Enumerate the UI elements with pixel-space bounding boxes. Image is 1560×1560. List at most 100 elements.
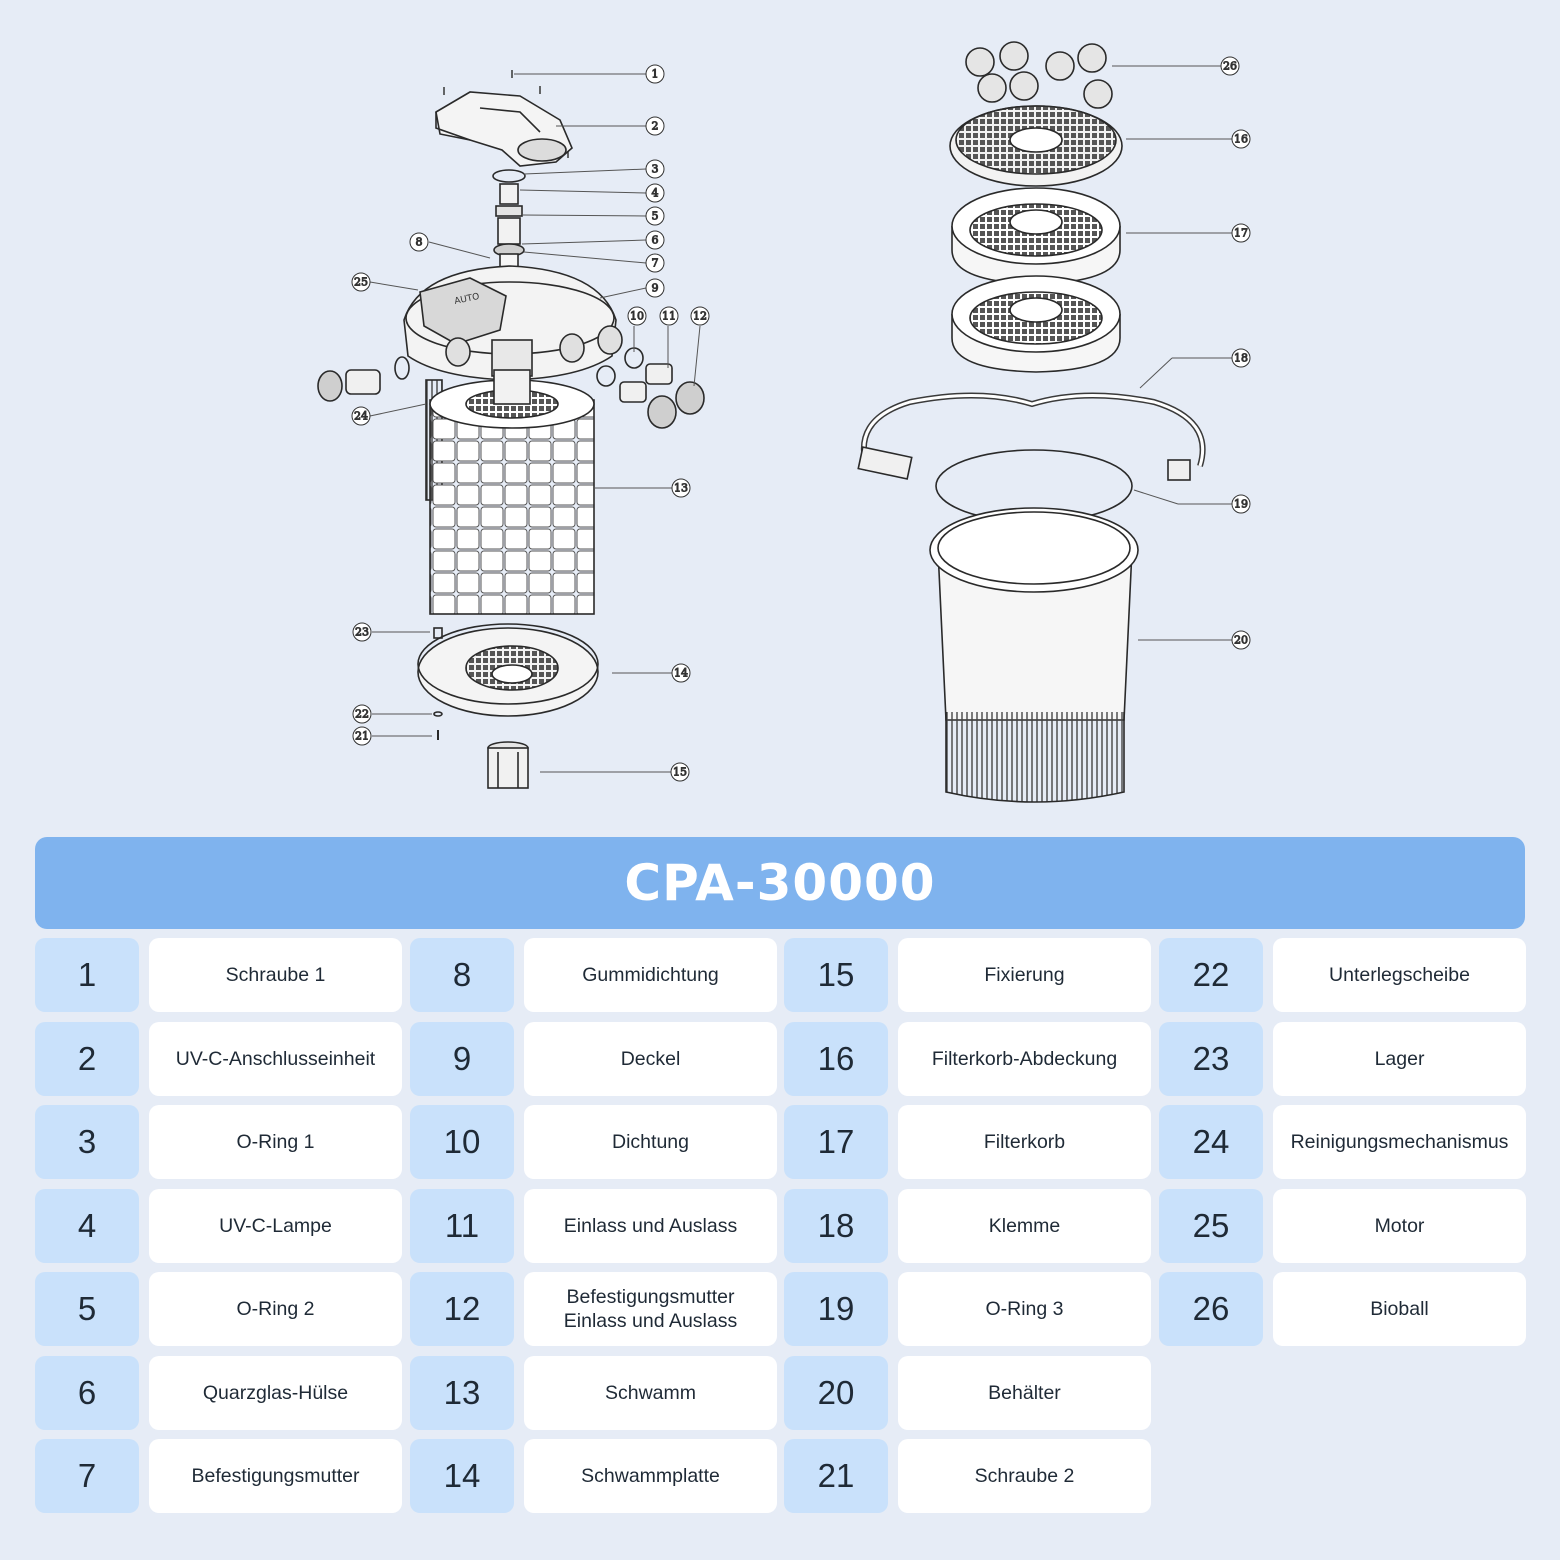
callout-20: 20 [1231, 630, 1251, 650]
part-number: 6 [35, 1356, 139, 1430]
svg-text:23: 23 [355, 626, 369, 639]
svg-text:8: 8 [416, 236, 423, 249]
callout-8: 8 [409, 232, 429, 252]
part-number: 3 [35, 1105, 139, 1179]
part-name: Behälter [898, 1356, 1151, 1430]
part-number: 12 [410, 1272, 514, 1346]
page-title: CPA-30000 [624, 854, 936, 912]
part-name: Gummidichtung [524, 938, 777, 1012]
part-name: Bioball [1273, 1272, 1526, 1346]
svg-text:3: 3 [652, 163, 659, 176]
part-name: Fixierung [898, 938, 1151, 1012]
callout-19: 19 [1231, 494, 1251, 514]
callout-3: 3 [645, 159, 665, 179]
callout-26: 26 [1220, 56, 1240, 76]
svg-text:1: 1 [652, 68, 659, 81]
svg-text:19: 19 [1234, 498, 1248, 511]
part-name: O-Ring 3 [898, 1272, 1151, 1346]
uv-connection-unit-part [435, 91, 573, 167]
callout-badges: 1 2 3 4 5 6 7 8 9 10 11 12 13 14 15 16 1… [351, 56, 1251, 782]
svg-text:14: 14 [674, 667, 688, 680]
part-name: Filterkorb-Abdeckung [898, 1022, 1151, 1096]
part-number: 4 [35, 1189, 139, 1263]
part-number: 2 [35, 1022, 139, 1096]
part-name: Unterlegscheibe [1273, 938, 1526, 1012]
part-name: Dichtung [524, 1105, 777, 1179]
svg-text:25: 25 [354, 276, 368, 289]
svg-text:4: 4 [652, 187, 659, 200]
callout-24: 24 [351, 406, 371, 426]
part-number: 5 [35, 1272, 139, 1346]
svg-text:16: 16 [1234, 133, 1248, 146]
svg-text:21: 21 [355, 730, 369, 743]
callout-7: 7 [645, 253, 665, 273]
svg-text:12: 12 [693, 310, 707, 323]
part-number: 10 [410, 1105, 514, 1179]
callout-17: 17 [1231, 223, 1251, 243]
callout-14: 14 [671, 663, 691, 683]
callout-1: 1 [645, 64, 665, 84]
callout-21: 21 [352, 726, 372, 746]
svg-text:15: 15 [673, 766, 687, 779]
part-number: 18 [784, 1189, 888, 1263]
container-part [929, 507, 1139, 803]
part-number: 15 [784, 938, 888, 1012]
part-number: 26 [1159, 1272, 1263, 1346]
uv-unit-assembly: AUTO [317, 70, 705, 789]
svg-text:22: 22 [355, 708, 369, 721]
callout-11: 11 [659, 306, 679, 326]
part-name: UV-C-Anschlusseinheit [149, 1022, 402, 1096]
exploded-view-diagram: AUTO [317, 41, 1251, 803]
part-number: 11 [410, 1189, 514, 1263]
callout-13: 13 [671, 478, 691, 498]
callout-22: 22 [352, 704, 372, 724]
svg-text:18: 18 [1234, 352, 1248, 365]
title-bar: CPA-30000 [35, 837, 1525, 929]
part-number: 9 [410, 1022, 514, 1096]
part-number: 13 [410, 1356, 514, 1430]
svg-text:2: 2 [652, 120, 659, 133]
part-name: Motor [1273, 1189, 1526, 1263]
part-name: Schwamm [524, 1356, 777, 1430]
fixing-part [487, 741, 529, 789]
svg-text:9: 9 [652, 282, 659, 295]
part-number: 17 [784, 1105, 888, 1179]
part-number: 22 [1159, 938, 1263, 1012]
part-number: 21 [784, 1439, 888, 1513]
part-name: Einlass und Auslass [524, 1189, 777, 1263]
filter-basket-part [951, 187, 1121, 373]
svg-text:17: 17 [1234, 227, 1248, 240]
callout-18: 18 [1231, 348, 1251, 368]
part-number: 25 [1159, 1189, 1263, 1263]
part-name: Schraube 2 [898, 1439, 1151, 1513]
part-name: Befestigungsmutter Einlass und Auslass [524, 1272, 777, 1346]
part-number: 8 [410, 938, 514, 1012]
callout-16: 16 [1231, 129, 1251, 149]
inlet-outlet-fittings [317, 325, 705, 429]
part-number: 23 [1159, 1022, 1263, 1096]
svg-text:11: 11 [662, 310, 676, 323]
callout-2: 2 [645, 116, 665, 136]
part-number: 1 [35, 938, 139, 1012]
callout-leaders [369, 65, 1232, 773]
svg-text:10: 10 [630, 310, 644, 323]
o-ring-1-part [492, 169, 526, 183]
part-name: UV-C-Lampe [149, 1189, 402, 1263]
part-name: Reinigungsmechanismus [1273, 1105, 1526, 1179]
callout-4: 4 [645, 183, 665, 203]
part-number: 19 [784, 1272, 888, 1346]
filter-basket-cover-part [949, 105, 1123, 187]
part-number: 24 [1159, 1105, 1263, 1179]
part-name: Befestigungsmutter [149, 1439, 402, 1513]
callout-15: 15 [670, 762, 690, 782]
filter-assembly [857, 41, 1206, 803]
callout-12: 12 [690, 306, 710, 326]
part-number: 20 [784, 1356, 888, 1430]
callout-5: 5 [645, 206, 665, 226]
callout-23: 23 [352, 622, 372, 642]
callout-10: 10 [627, 306, 647, 326]
part-name: Deckel [524, 1022, 777, 1096]
svg-text:20: 20 [1234, 634, 1248, 647]
callout-9: 9 [645, 278, 665, 298]
part-name: Schraube 1 [149, 938, 402, 1012]
